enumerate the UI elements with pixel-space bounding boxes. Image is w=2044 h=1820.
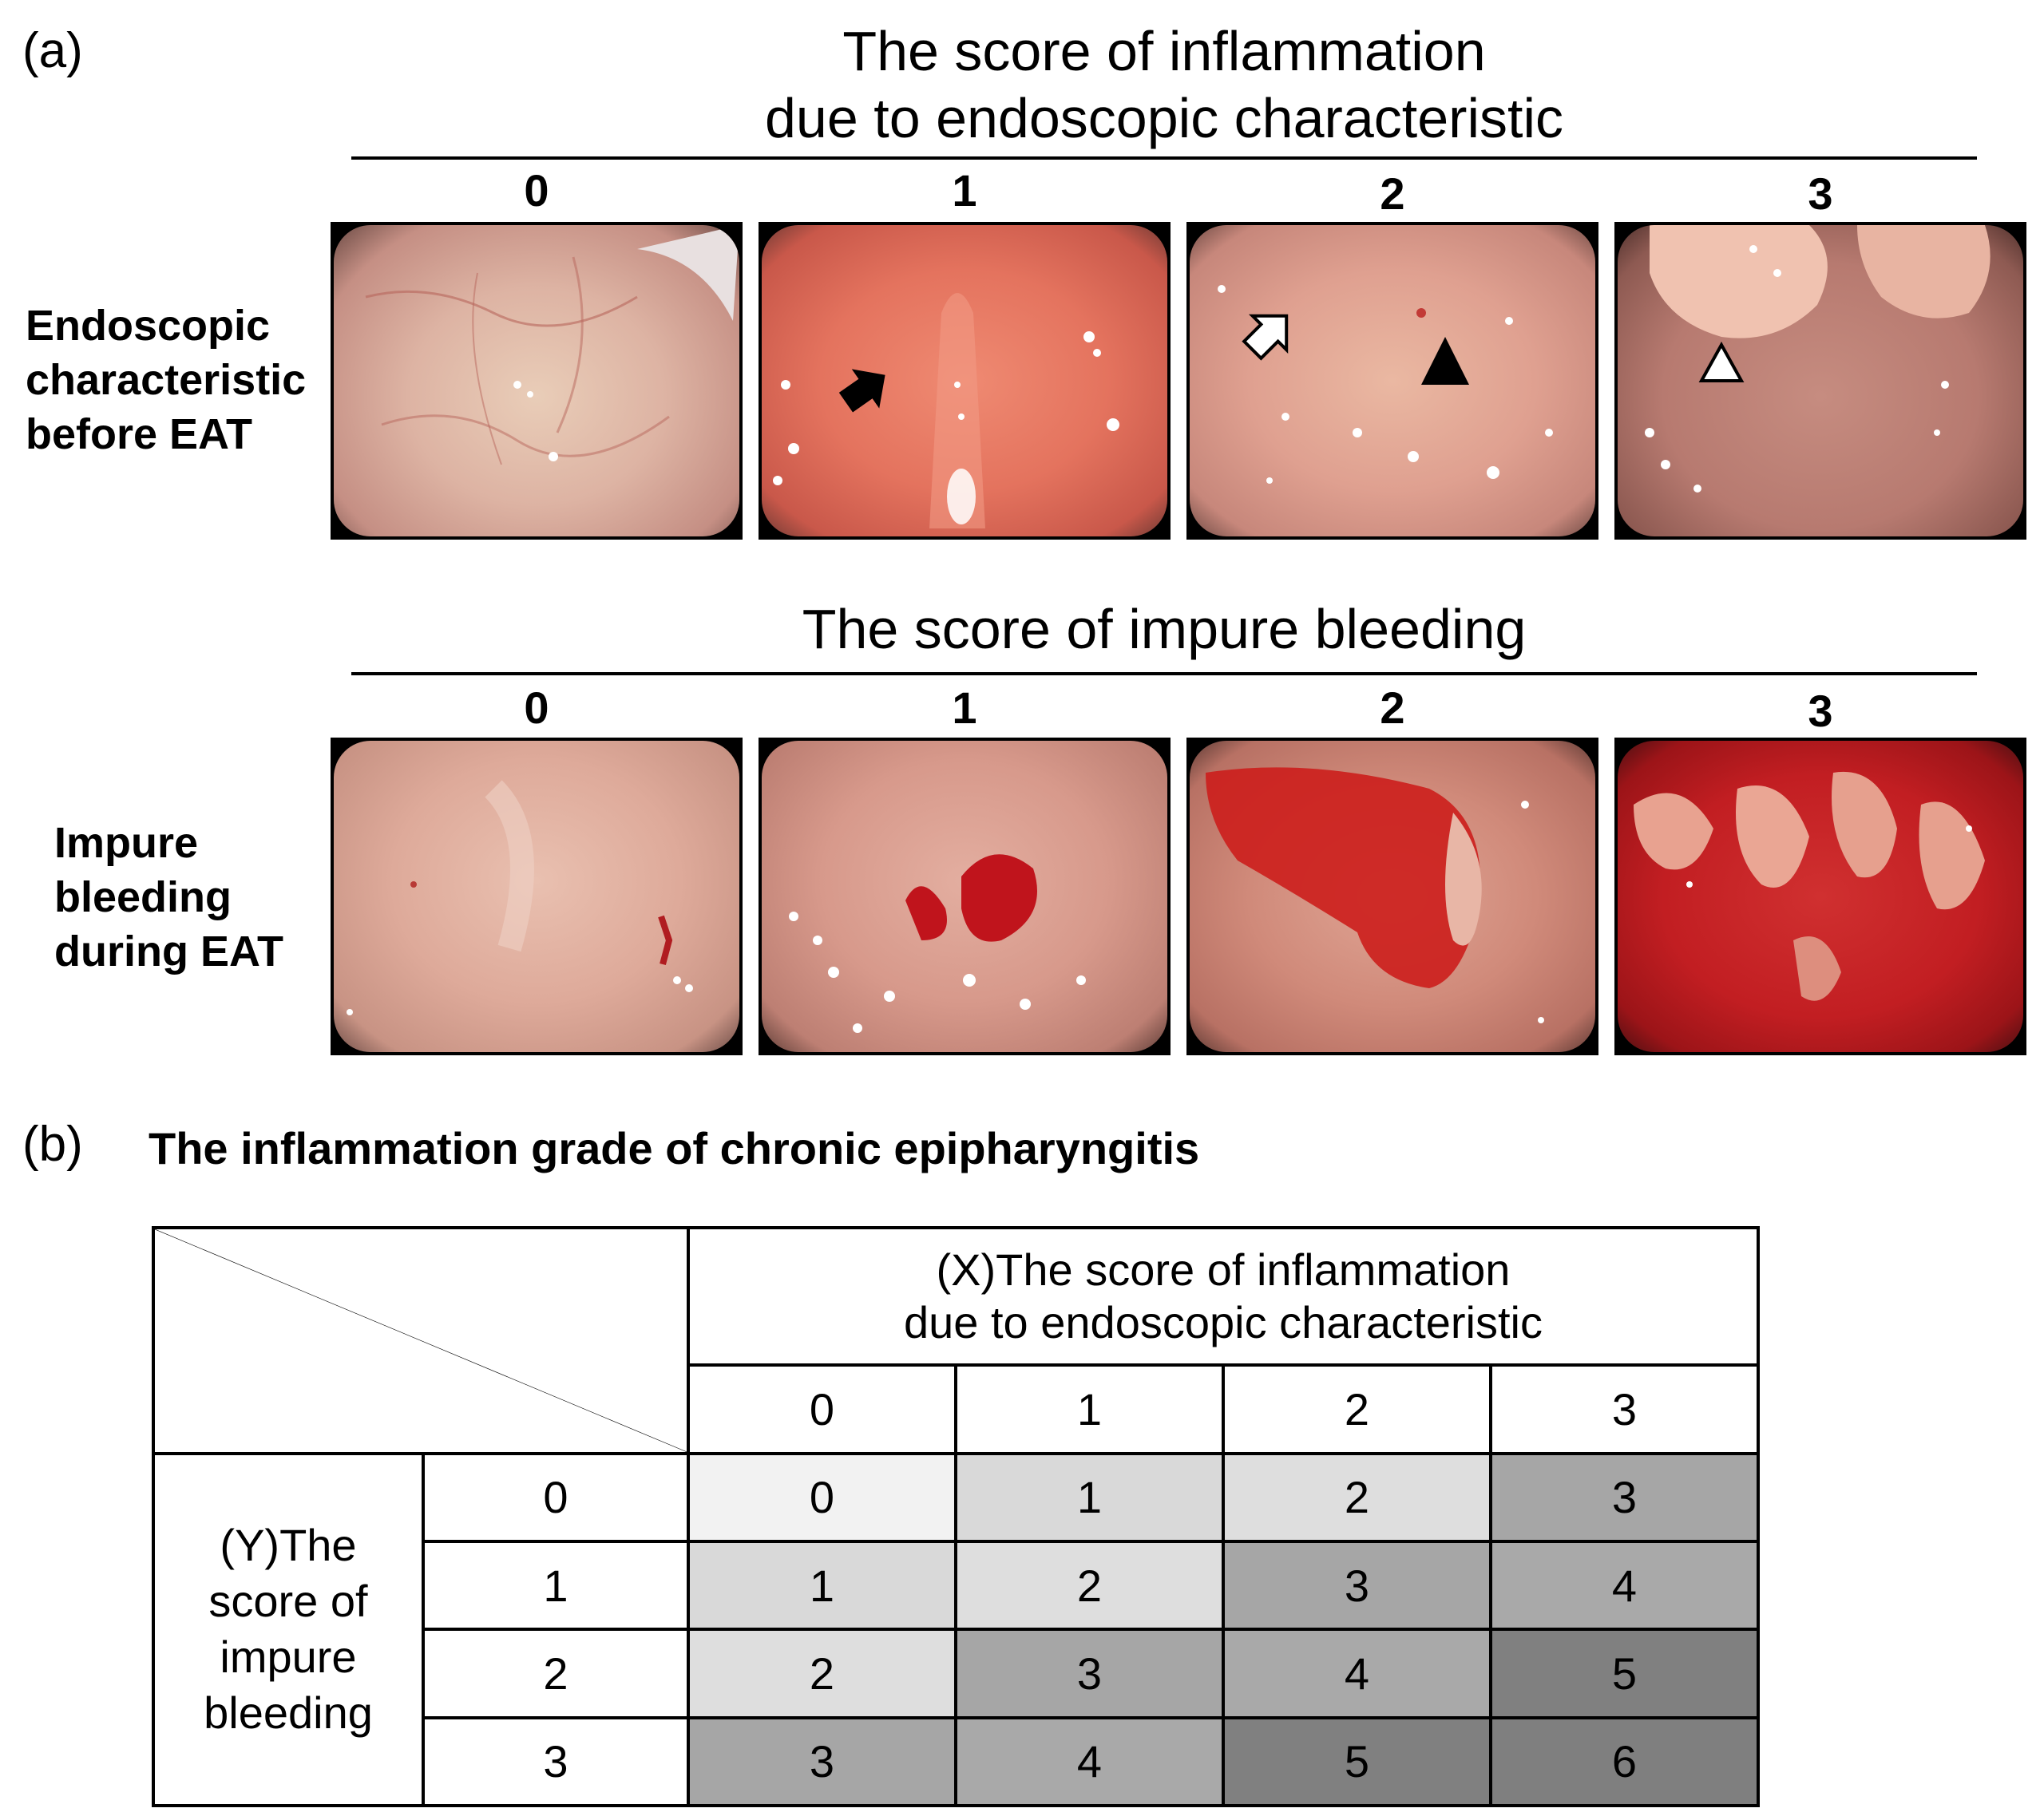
grade-cell: 5 <box>1489 1628 1760 1719</box>
white-arrow-icon <box>1242 314 1289 361</box>
y-header-line: impure <box>220 1632 357 1683</box>
row-label-line: before EAT <box>26 410 253 458</box>
panel-b-title: The inflammation grade of chronic epipha… <box>149 1123 1200 1173</box>
grade-cell: 5 <box>1222 1715 1492 1808</box>
inflammation-title-line1: The score of inflammation <box>842 20 1486 82</box>
bleeding-score-3: 3 <box>1808 686 1833 736</box>
diagonal-line <box>155 1229 687 1452</box>
bleeding-row-label: Impure bleeding during EAT <box>54 816 283 979</box>
table-corner-cell <box>152 1226 690 1455</box>
x-score-1: 1 <box>954 1363 1225 1455</box>
black-arrow-icon <box>838 369 885 413</box>
black-triangle-icon <box>1421 337 1469 385</box>
inflammation-title-line2: due to endoscopic characteristic <box>765 87 1563 149</box>
y-score-3: 3 <box>422 1715 690 1808</box>
inflammation-score-3: 3 <box>1808 168 1833 219</box>
grade-cell: 1 <box>687 1540 957 1632</box>
grade-cell: 3 <box>687 1715 957 1808</box>
inflammation-score-title: The score of inflammation due to endosco… <box>351 18 1977 152</box>
grade-cell: 6 <box>1489 1715 1760 1808</box>
bleeding-score-1: 1 <box>952 682 977 733</box>
bleeding-score-2: 2 <box>1380 682 1405 733</box>
y-score-1: 1 <box>422 1540 690 1632</box>
y-header-line: (Y)The <box>220 1520 357 1571</box>
bleeding-image-score-0 <box>331 738 743 1055</box>
bleeding-title-text: The score of impure bleeding <box>802 598 1527 660</box>
y-score-2: 2 <box>422 1628 690 1719</box>
row-label-line: Impure <box>54 819 199 867</box>
grade-cell: 2 <box>954 1540 1225 1632</box>
bleeding-score-title: The score of impure bleeding <box>351 595 1977 663</box>
y-score-0: 0 <box>422 1451 690 1544</box>
endoscopic-row-label: Endoscopic characteristic before EAT <box>26 299 306 461</box>
inflammation-title-rule <box>351 156 1977 160</box>
inflammation-score-0: 0 <box>524 165 549 216</box>
panel-a-label: (a) <box>22 23 83 78</box>
endoscopic-image-score-2 <box>1186 222 1598 540</box>
x-axis-header: (X)The score of inflammation due to endo… <box>687 1225 1760 1367</box>
grade-cell: 3 <box>1489 1451 1760 1544</box>
bleeding-image-score-2 <box>1186 738 1598 1055</box>
endoscopic-image-score-3 <box>1614 222 2026 540</box>
y-header-line: score of <box>208 1576 368 1627</box>
row-label-line: during EAT <box>54 928 283 975</box>
x-score-2: 2 <box>1222 1363 1492 1455</box>
bleeding-score-0: 0 <box>524 682 549 733</box>
row-label-line: characteristic <box>26 356 307 404</box>
inflammation-grade-table: (X)The score of inflammation due to endo… <box>152 1225 1760 1808</box>
grade-cell: 4 <box>1489 1540 1760 1632</box>
bleeding-image-score-1 <box>759 738 1171 1055</box>
grade-cell: 3 <box>954 1628 1225 1719</box>
bleeding-title-rule <box>351 672 1977 675</box>
inflammation-score-1: 1 <box>952 165 977 216</box>
grade-cell: 2 <box>687 1628 957 1719</box>
y-header-line: bleeding <box>204 1687 373 1739</box>
x-header-line1: (X)The score of inflammation <box>936 1244 1511 1296</box>
panel-b-label: (b) <box>22 1117 83 1172</box>
row-label-line: Endoscopic <box>26 302 271 350</box>
x-score-3: 3 <box>1489 1363 1760 1455</box>
bleeding-image-score-3 <box>1614 738 2026 1055</box>
x-score-0: 0 <box>687 1363 957 1455</box>
grade-cell: 4 <box>954 1715 1225 1808</box>
white-triangle-icon <box>1698 341 1745 382</box>
endoscopic-image-score-0 <box>331 222 743 540</box>
grade-cell: 1 <box>954 1451 1225 1544</box>
endoscopic-image-score-1 <box>759 222 1171 540</box>
row-label-line: bleeding <box>54 873 232 921</box>
grade-cell: 0 <box>687 1451 957 1544</box>
y-axis-header: (Y)The score of impure bleeding <box>152 1451 425 1808</box>
grade-cell: 3 <box>1222 1540 1492 1632</box>
grade-cell: 4 <box>1222 1628 1492 1719</box>
inflammation-score-2: 2 <box>1380 168 1405 219</box>
grade-cell: 2 <box>1222 1451 1492 1544</box>
x-header-line2: due to endoscopic characteristic <box>904 1297 1543 1348</box>
